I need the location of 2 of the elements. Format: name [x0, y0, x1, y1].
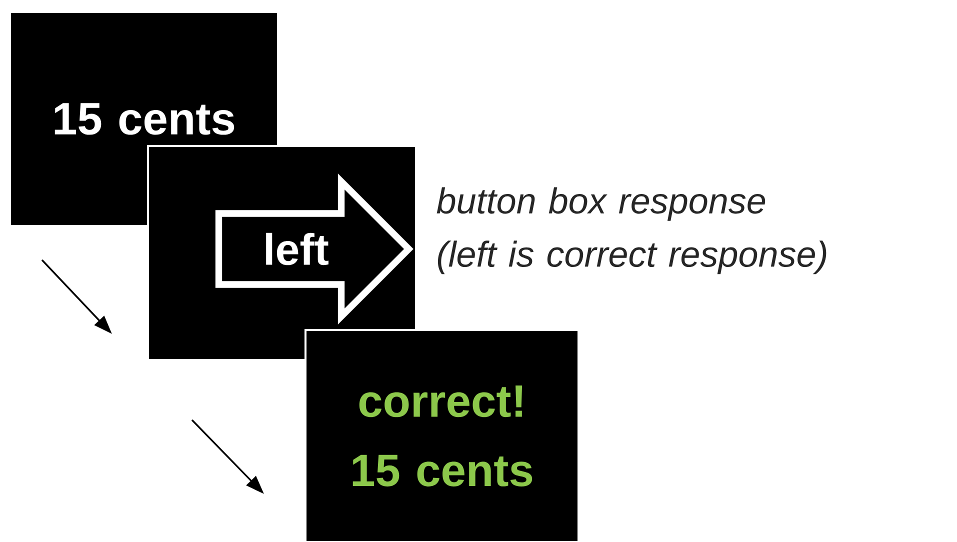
annotation-text: button box response (left is correct response) — [436, 187, 826, 274]
feedback-screen: correct! 15 cents — [304, 329, 580, 542]
